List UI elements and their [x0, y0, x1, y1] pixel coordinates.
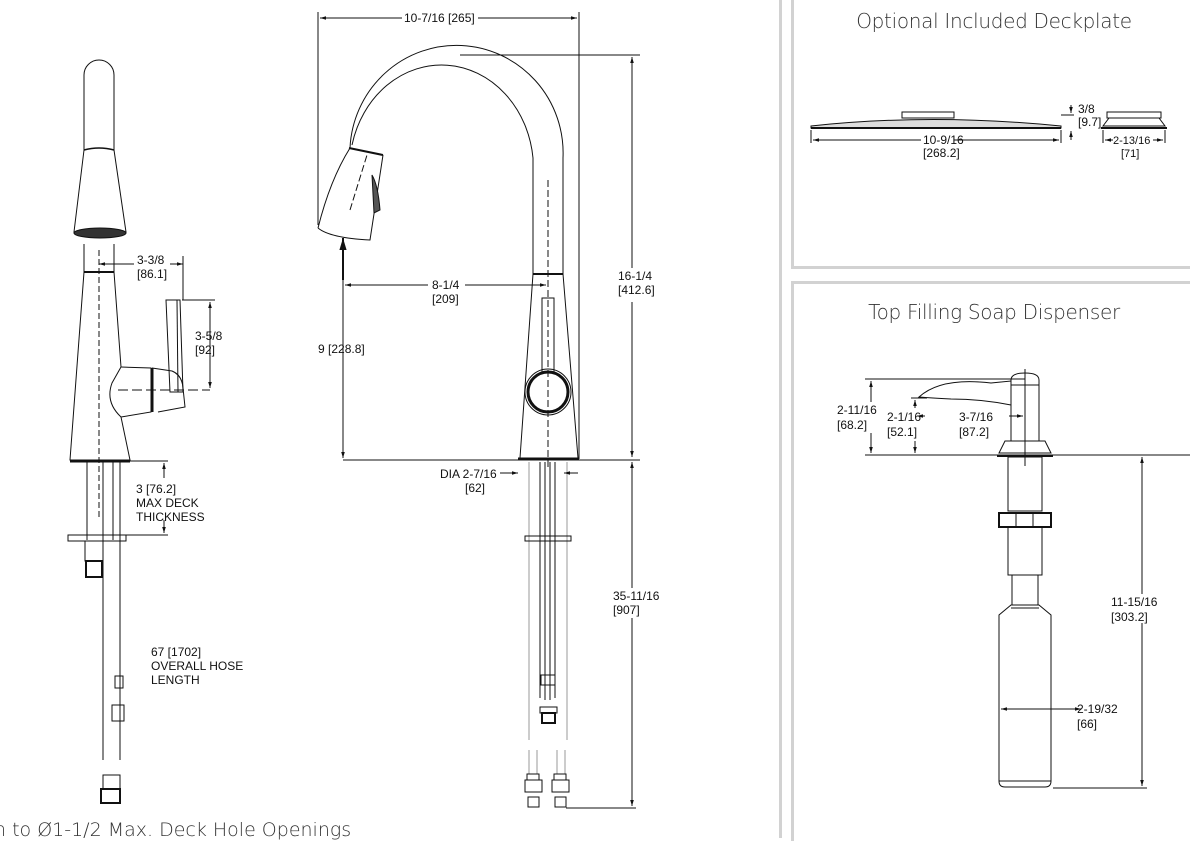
front-view-dimensions: [317, 12, 640, 809]
side-spray-offset-mm-label: [86.1]: [137, 267, 167, 281]
soap-spout-height-mm-label: [52.1]: [887, 425, 917, 439]
deckplate-length-mm-label: [268.2]: [923, 146, 960, 160]
side-hose-length-label: 67 [1702]: [151, 645, 201, 659]
side-deck-thickness-label: 3 [76.2]: [136, 482, 176, 496]
front-view-faucet: [317, 44, 579, 808]
front-spout-clearance-label: 9 [228.8]: [318, 342, 365, 356]
soap-dispenser-title: Top Filling Soap Dispenser: [868, 300, 1120, 324]
side-handle-height-mm-label: [92]: [195, 343, 215, 357]
deck-hole-footnote: n to Ø1-1/2 Max. Deck Hole Openings: [0, 819, 352, 841]
soap-dispenser-dimensions: [865, 378, 1190, 789]
soap-dispenser-shape: [917, 369, 1053, 788]
side-deck-line1: MAX DECK: [136, 496, 199, 510]
front-base-dia-label: DIA 2-7/16: [440, 467, 497, 481]
soap-dispenser-drawing: 2-11/16 [68.2] 2-1/16 [52.1] 3-7/16 [87.…: [837, 369, 1190, 789]
soap-bottle-dia-label: 2-19/32: [1077, 702, 1118, 716]
side-hose-line2: LENGTH: [151, 673, 200, 687]
deckplate-drawing: 10-9/16 [268.2] 3/8 [9.7] 2-13/16 [71]: [810, 102, 1167, 160]
side-hose-line1: OVERALL HOSE: [151, 659, 243, 673]
deckplate-thickness-label: 3/8: [1078, 102, 1095, 116]
deckplate-dimensions: [810, 105, 1166, 143]
front-reach-mm-label: [209]: [432, 292, 459, 306]
soap-below-deck-mm-label: [303.2]: [1111, 610, 1148, 624]
side-view-faucet: [67, 59, 210, 804]
deckplate-shape: [810, 111, 1167, 129]
deckplate-panel: Optional Included Deckplate 10-9/16 [268…: [791, 0, 1190, 269]
front-height-label: 16-1/4: [618, 269, 652, 283]
soap-below-deck-label: 11-15/16: [1111, 595, 1158, 609]
soap-height-mm-label: [68.2]: [837, 418, 867, 432]
side-handle-height-label: 3-5/8: [195, 329, 223, 343]
soap-reach-label: 3-7/16: [959, 410, 993, 424]
soap-reach-mm-label: [87.2]: [959, 425, 989, 439]
deckplate-width-mm-label: [71]: [1121, 148, 1139, 160]
deckplate-length-label: 10-9/16: [923, 133, 964, 147]
soap-dispenser-panel: Top Filling Soap Dispenser: [791, 281, 1190, 841]
front-base-dia-mm-label: [62]: [465, 481, 485, 495]
side-view-dimensions: [99, 256, 215, 536]
side-spray-offset-label: 3-3/8: [137, 253, 165, 267]
deckplate-thickness-mm-label: [9.7]: [1078, 115, 1101, 129]
section-divider: [779, 0, 782, 838]
soap-bottle-dia-mm-label: [66]: [1077, 717, 1097, 731]
deckplate-width-label: 2-13/16: [1113, 135, 1150, 147]
front-reach-label: 8-1/4: [432, 278, 460, 292]
deckplate-title: Optional Included Deckplate: [856, 9, 1132, 33]
front-width-label: 10-7/16 [265]: [404, 11, 475, 25]
front-overall-length-label: 35-11/16: [613, 589, 660, 603]
soap-spout-height-label: 2-1/16: [887, 410, 921, 424]
front-height-mm-label: [412.6]: [618, 283, 655, 297]
side-deck-line2: THICKNESS: [136, 510, 205, 524]
soap-height-label: 2-11/16: [837, 403, 877, 417]
front-overall-length-mm-label: [907]: [613, 603, 640, 617]
